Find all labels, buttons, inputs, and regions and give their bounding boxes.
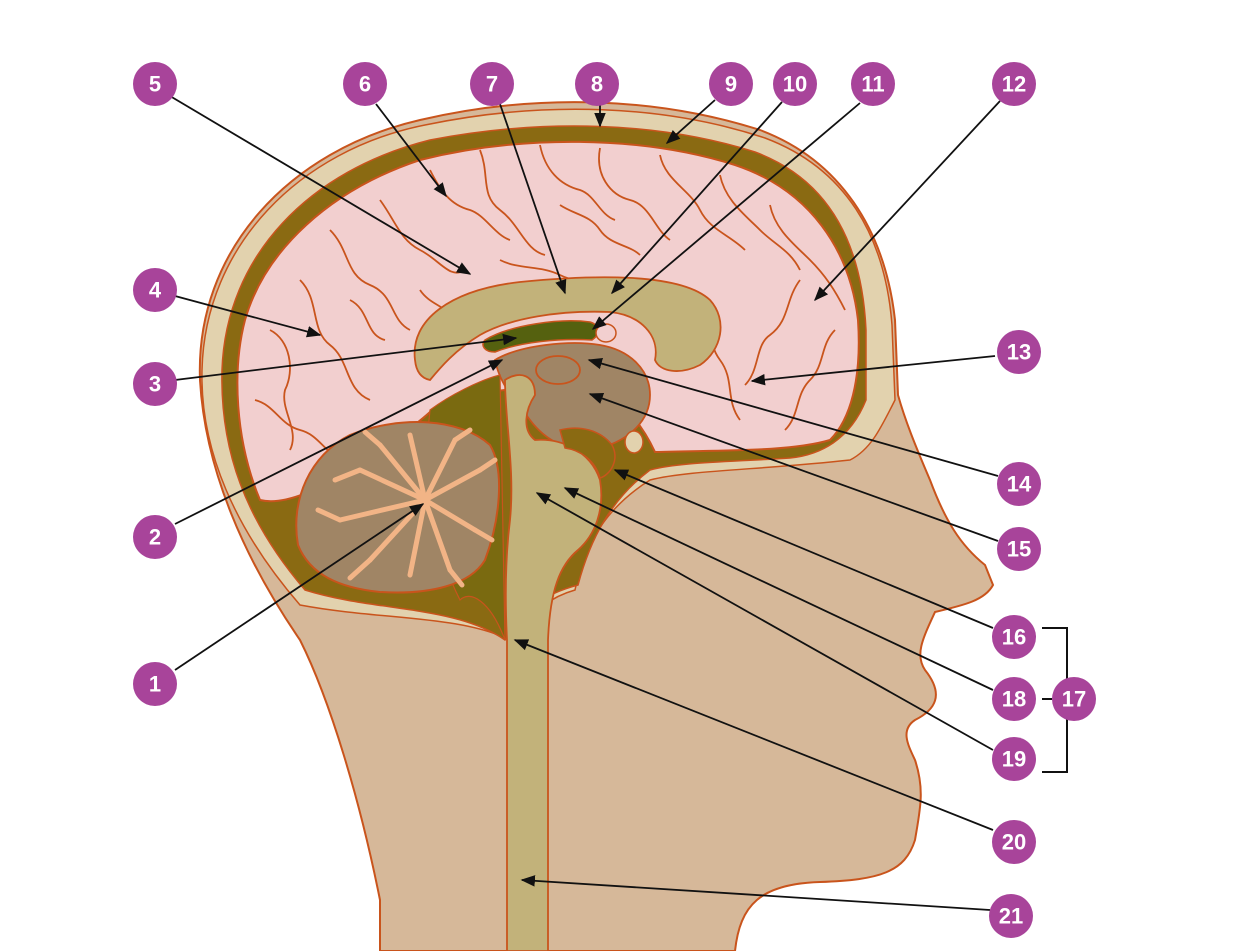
leader-14 xyxy=(587,357,999,477)
marker-2: 2 xyxy=(133,515,177,559)
leader-18 xyxy=(563,487,994,691)
marker-20-label: 20 xyxy=(1002,830,1026,855)
leader-7 xyxy=(499,103,567,295)
leader-16 xyxy=(613,469,994,629)
leader-1 xyxy=(174,503,425,671)
brainstem xyxy=(504,374,603,951)
marker-16: 16 xyxy=(992,615,1036,659)
marker-12-label: 12 xyxy=(1002,72,1026,97)
marker-7: 7 xyxy=(470,62,514,106)
marker-19: 19 xyxy=(992,737,1036,781)
marker-8: 8 xyxy=(575,62,619,106)
marker-17-label: 17 xyxy=(1062,687,1086,712)
marker-5: 5 xyxy=(133,62,177,106)
marker-20: 20 xyxy=(992,820,1036,864)
marker-17: 17 xyxy=(1052,677,1096,721)
marker-16-label: 16 xyxy=(1002,625,1026,650)
leader-lines xyxy=(169,95,1001,911)
marker-1: 1 xyxy=(133,662,177,706)
leader-20 xyxy=(513,639,994,831)
diencephalon xyxy=(493,342,651,451)
marker-11: 11 xyxy=(851,62,895,106)
leader-19 xyxy=(535,492,994,751)
marker-6: 6 xyxy=(343,62,387,106)
cerebral-sulci xyxy=(254,144,846,461)
fornix-body xyxy=(595,323,617,343)
marker-18: 18 xyxy=(992,677,1036,721)
leader-6 xyxy=(375,103,447,198)
marker-11-label: 11 xyxy=(861,72,884,97)
marker-19-label: 19 xyxy=(1002,747,1026,772)
leader-9 xyxy=(665,99,716,144)
marker-7-label: 7 xyxy=(486,72,498,97)
marker-13: 13 xyxy=(997,330,1041,374)
marker-5-label: 5 xyxy=(149,72,161,97)
pituitary xyxy=(624,430,644,454)
leader-10 xyxy=(611,101,783,295)
marker-1-label: 1 xyxy=(149,672,161,697)
marker-3: 3 xyxy=(133,362,177,406)
marker-14-label: 14 xyxy=(1007,472,1032,497)
marker-21-label: 21 xyxy=(999,904,1023,929)
marker-15-label: 15 xyxy=(1007,537,1031,562)
leader-13 xyxy=(750,355,996,386)
marker-4-label: 4 xyxy=(149,278,162,303)
marker-8-label: 8 xyxy=(591,72,603,97)
leader-3 xyxy=(174,333,518,381)
leader-2 xyxy=(174,359,504,525)
corpus-callosum xyxy=(413,276,722,381)
marker-15: 15 xyxy=(997,527,1041,571)
marker-18-label: 18 xyxy=(1002,687,1026,712)
marker-4: 4 xyxy=(133,268,177,312)
marker-21: 21 xyxy=(989,894,1033,938)
marker-14: 14 xyxy=(997,462,1041,506)
marker-10-label: 10 xyxy=(783,72,807,97)
marker-13-label: 13 xyxy=(1007,340,1031,365)
marker-12: 12 xyxy=(992,62,1036,106)
leader-12 xyxy=(814,100,1001,302)
leader-4 xyxy=(174,295,322,338)
leader-11 xyxy=(591,102,861,330)
leader-21 xyxy=(520,875,991,911)
marker-6-label: 6 xyxy=(359,72,371,97)
leader-5 xyxy=(169,95,472,275)
marker-9: 9 xyxy=(709,62,753,106)
hypothalamus xyxy=(559,427,616,479)
marker-9-label: 9 xyxy=(725,72,737,97)
thalamus-mass xyxy=(535,355,581,385)
leader-15 xyxy=(588,392,999,542)
marker-3-label: 3 xyxy=(149,372,161,397)
marker-10: 10 xyxy=(773,62,817,106)
marker-2-label: 2 xyxy=(149,525,161,550)
